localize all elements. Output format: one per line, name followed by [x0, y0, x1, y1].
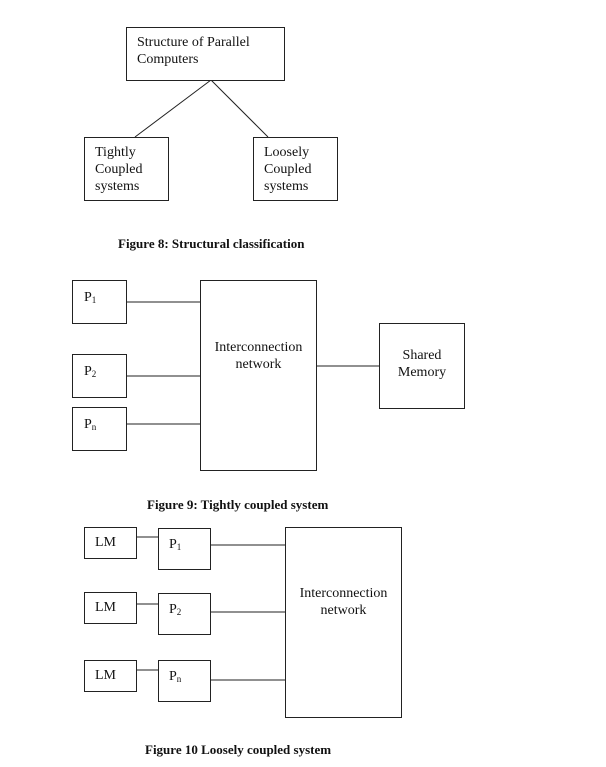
interconnection-network: Interconnection network [200, 280, 317, 471]
loosely-coupled-node: Loosely Coupled systems [253, 137, 338, 201]
local-memory-2-label: LM [95, 600, 116, 615]
processor-p1: P1 [72, 280, 127, 324]
processor-pn: Pn [72, 407, 127, 451]
root-node: Structure of Parallel Computers [126, 27, 285, 81]
tree-edge-right [210, 79, 269, 138]
processor-pn-label: Pn [84, 417, 97, 432]
local-memory-2: LM [84, 592, 137, 624]
local-memory-1-label: LM [95, 535, 116, 550]
local-memory-1: LM [84, 527, 137, 559]
root-node-label: Structure of Parallel Computers [137, 35, 250, 67]
interconnection-network-loose: Interconnection network [285, 527, 402, 718]
processor-p1-loose: P1 [158, 528, 211, 570]
tightly-coupled-node: Tightly Coupled systems [84, 137, 169, 201]
loosely-coupled-label: Loosely Coupled systems [264, 145, 312, 194]
processor-p1-label: P1 [84, 290, 97, 305]
shared-memory: Shared Memory [379, 323, 465, 409]
processor-p2-loose: P2 [158, 593, 211, 635]
processor-p2-loose-label: P2 [169, 602, 182, 617]
processor-p2: P2 [72, 354, 127, 398]
tree-edge-left [134, 79, 212, 138]
local-memory-n-label: LM [95, 668, 116, 683]
interconnection-network-loose-label: Interconnection network [299, 586, 388, 618]
tightly-coupled-label: Tightly Coupled systems [95, 145, 143, 194]
figure-9-caption: Figure 9: Tightly coupled system [147, 497, 329, 512]
processor-p1-loose-label: P1 [169, 537, 182, 552]
interconnection-network-label: Interconnection network [214, 340, 303, 372]
figure-8-caption: Figure 8: Structural classification [118, 236, 305, 251]
processor-pn-loose: Pn [158, 660, 211, 702]
shared-memory-label: Shared Memory [397, 348, 447, 380]
processor-p2-label: P2 [84, 364, 97, 379]
processor-pn-loose-label: Pn [169, 669, 182, 684]
figure-10-caption: Figure 10 Loosely coupled system [145, 742, 332, 757]
local-memory-n: LM [84, 660, 137, 692]
